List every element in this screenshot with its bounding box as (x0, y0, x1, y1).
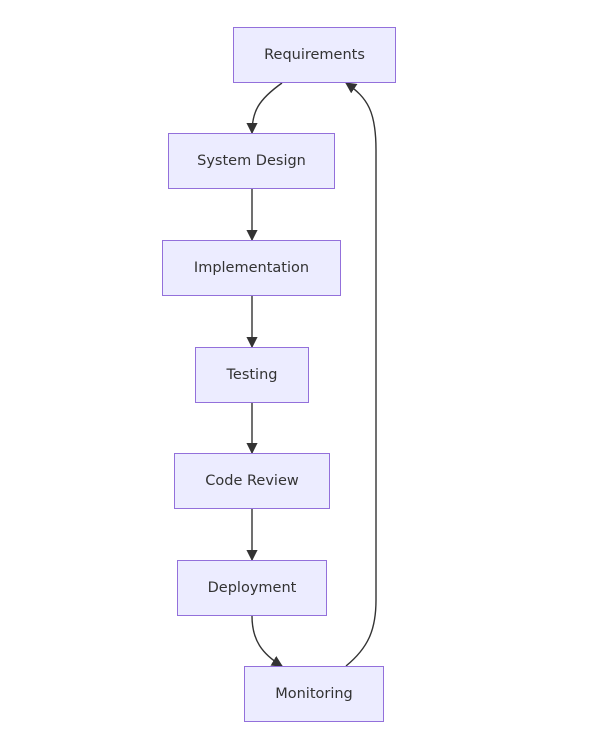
node-deployment-label: Deployment (207, 580, 297, 596)
node-deployment: Deployment (177, 560, 327, 616)
node-code-review: Code Review (174, 453, 330, 509)
node-monitoring: Monitoring (244, 666, 384, 722)
node-system-design: System Design (168, 133, 335, 189)
node-implementation-label: Implementation (193, 260, 310, 276)
node-monitoring-label: Monitoring (275, 686, 353, 702)
node-implementation: Implementation (162, 240, 341, 296)
node-system-design-label: System Design (197, 153, 306, 169)
node-testing-label: Testing (226, 367, 278, 383)
edge-deployment-to-monitoring (251, 615, 283, 667)
edge-monitoring-to-requirements (345, 82, 377, 667)
node-code-review-label: Code Review (205, 473, 299, 489)
node-requirements: Requirements (233, 27, 396, 83)
node-requirements-label: Requirements (264, 47, 365, 63)
edge-requirements-to-system-design (246, 82, 283, 135)
node-testing: Testing (195, 347, 309, 403)
